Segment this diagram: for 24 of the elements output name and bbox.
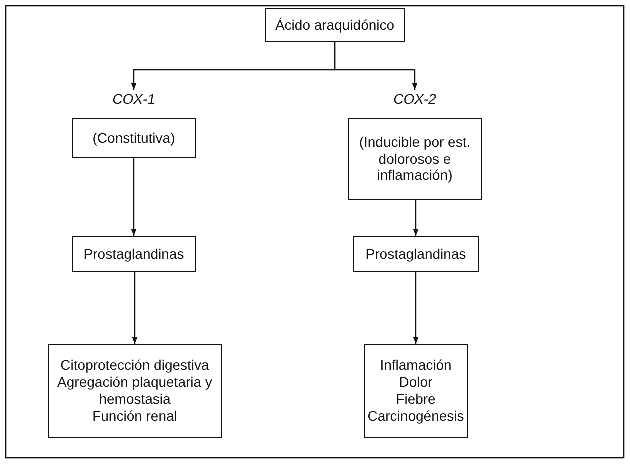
node-text: Fiebre <box>396 391 436 408</box>
node-text: Carcinogénesis <box>368 408 464 425</box>
process-box <box>353 236 479 272</box>
arrow <box>132 272 138 344</box>
node-text: Dolor <box>399 374 433 391</box>
node-text: Inflamación <box>380 357 452 374</box>
process-box <box>48 344 222 438</box>
node-text: Función renal <box>92 408 178 425</box>
enzyme-label: COX-1 <box>112 91 156 108</box>
process-box <box>364 344 468 438</box>
process-box <box>265 8 405 42</box>
arrow <box>413 272 419 344</box>
node-text: Ácido araquidónico <box>275 16 395 34</box>
node-text: (Constitutiva) <box>92 130 176 146</box>
node-text: Agregación plaquetaria y hemostasia <box>56 374 214 408</box>
node-text: Prostaglandinas <box>84 246 184 262</box>
arrow <box>131 158 137 236</box>
arrow <box>334 42 418 90</box>
enzyme-label: COX-2 <box>394 91 436 108</box>
arrow <box>413 200 419 236</box>
node-text: Prostaglandinas <box>366 246 466 262</box>
node-text: (Inducible por est. dolorosos e inflamación) <box>358 134 472 184</box>
process-box <box>72 236 196 272</box>
node-text: Citoprotección digestiva <box>60 357 210 374</box>
